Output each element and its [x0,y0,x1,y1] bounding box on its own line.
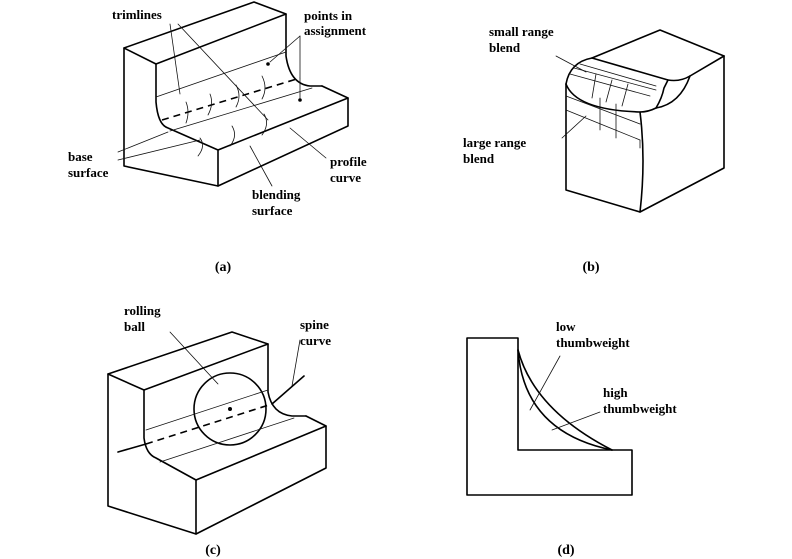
panel-a-points [266,62,302,102]
label-low: low [556,319,576,334]
panel-b-large-blend [566,96,640,148]
label-spine: spine [300,317,329,332]
panel-d: low thumbweight high thumbweight (d) [467,319,677,558]
panel-c-spine [118,376,304,452]
label-base: base [68,149,93,164]
panel-c-leaders [170,332,300,386]
panel-a-leaders [118,24,326,186]
label-curve-profile: curve [330,170,361,185]
label-blend-small: blend [489,40,521,55]
label-surface-blending: surface [252,203,293,218]
label-surface-base: surface [68,165,109,180]
label-blending: blending [252,187,301,202]
caption-c: (c) [205,543,221,558]
label-small-range: small range [489,24,554,39]
panel-c: rolling ball spine curve (c) [108,303,331,558]
panel-c-trimlines [146,390,294,462]
caption-d: (d) [557,543,574,558]
label-thumbweight-low: thumbweight [556,335,630,350]
label-assignment: assignment [304,23,367,38]
label-curve-spine: curve [300,333,331,348]
panel-b-leaders [556,56,586,138]
panel-d-curves [518,350,612,450]
label-thumbweight-high: thumbweight [603,401,677,416]
label-blend-large: blend [463,151,495,166]
panel-c-block [108,332,326,534]
label-ball: ball [124,319,145,334]
panel-a: trimlines points in assignment base surf… [68,2,367,275]
label-high: high [603,385,628,400]
label-profile: profile [330,154,367,169]
label-rolling: rolling [124,303,161,318]
label-points-in: points in [304,8,353,23]
panel-b-cube [566,30,724,212]
label-trimlines: trimlines [112,7,162,22]
caption-a: (a) [215,260,232,275]
panel-a-spine [162,78,300,120]
label-large-range: large range [463,135,526,150]
panel-b: small range blend large range blend (b) [463,24,724,275]
caption-b: (b) [582,260,599,275]
panel-d-profile [467,338,632,495]
